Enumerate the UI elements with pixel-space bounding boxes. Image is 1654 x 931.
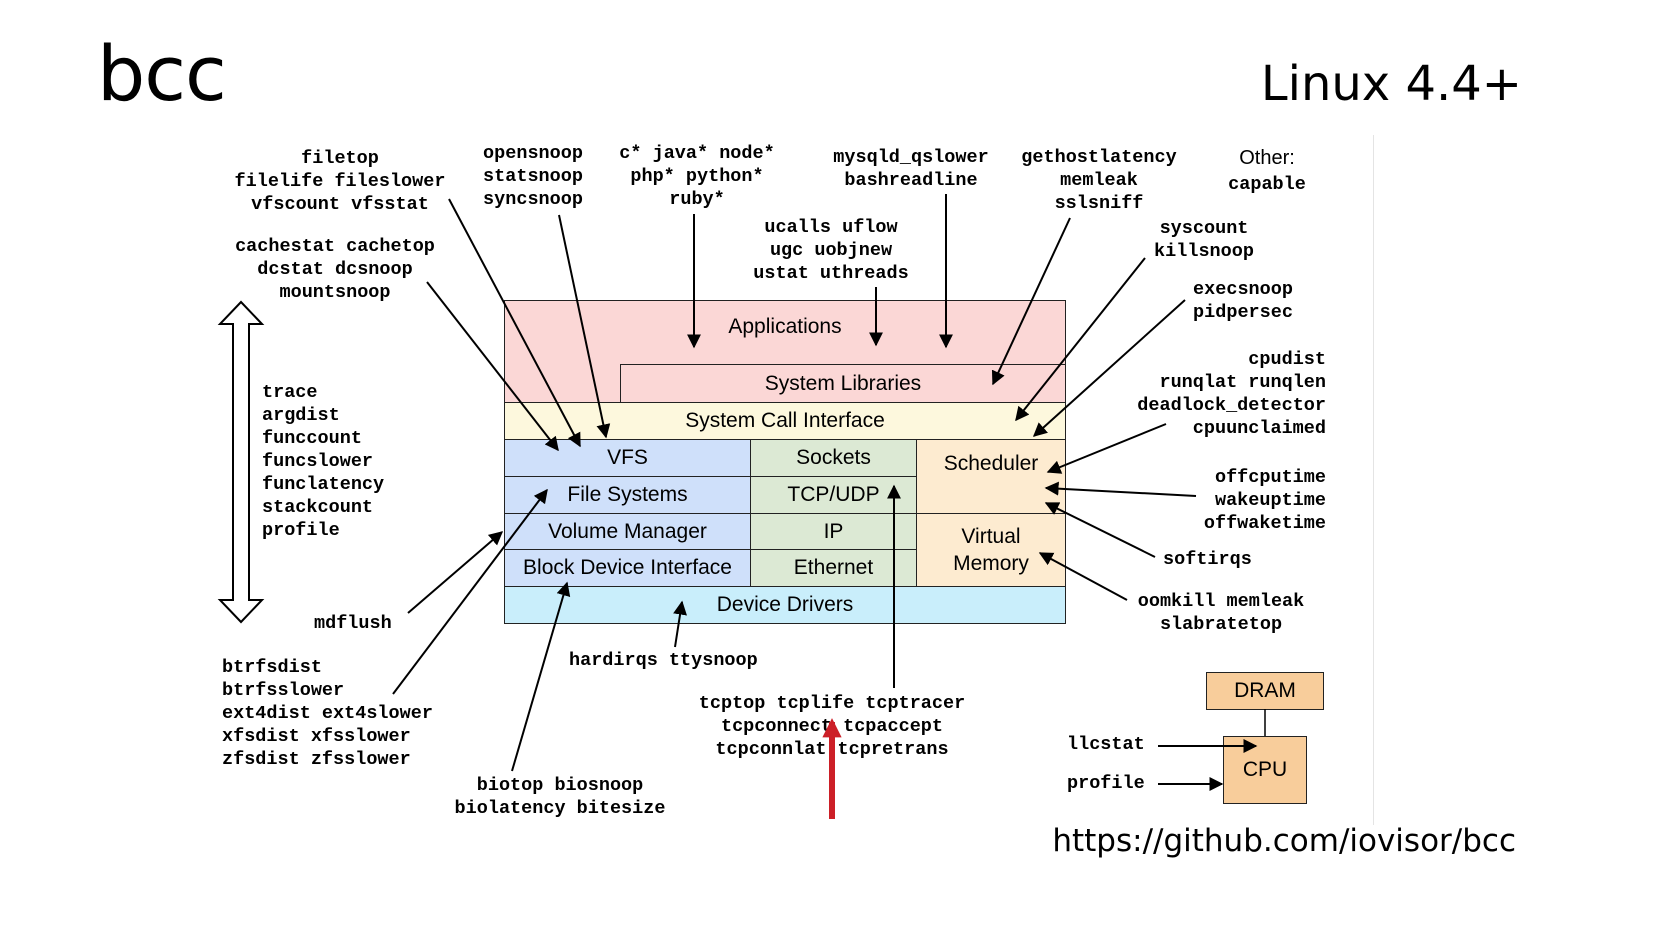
layer-file-systems: File Systems: [504, 476, 751, 514]
layer-volume-manager: Volume Manager: [504, 513, 751, 550]
arrow-mdflush-volume: [407, 531, 504, 614]
layer-scheduler: Scheduler: [916, 439, 1066, 514]
file-systems-label: File Systems: [567, 483, 688, 506]
layer-ethernet: Ethernet: [750, 549, 917, 587]
sockets-label: Sockets: [796, 446, 871, 469]
tools-profile-cpu: profile: [1067, 773, 1145, 794]
block-device-interface-label: Block Device Interface: [523, 556, 732, 579]
hardware-dram: DRAM: [1206, 672, 1324, 710]
layer-block-device-interface: Block Device Interface: [504, 549, 751, 587]
tools-trace: trace argdist funccount funcslower funcl…: [262, 382, 385, 541]
syscall-interface-label: System Call Interface: [685, 409, 885, 432]
repo-url-link[interactable]: https://github.com/iovisor/bcc: [1052, 823, 1516, 859]
right-divider: [1373, 135, 1374, 825]
tools-biotop: biotop biosnoop biolatency bitesize: [454, 775, 666, 819]
tools-execsnoop: execsnoop pidpersec: [1193, 279, 1293, 323]
other-label: Other:: [1239, 147, 1295, 169]
stack-span-double-arrow: [217, 300, 265, 624]
device-drivers-label: Device Drivers: [716, 593, 854, 616]
layer-system-call-interface: System Call Interface: [504, 402, 1066, 440]
layer-vfs: VFS: [504, 439, 751, 477]
ip-label: IP: [823, 519, 844, 543]
scheduler-label: Scheduler: [943, 452, 1039, 475]
tools-other: capable: [1228, 174, 1306, 195]
layer-virtual-memory: Virtual Memory: [916, 513, 1066, 587]
layer-ip: IP: [750, 513, 917, 550]
cpu-label: CPU: [1242, 758, 1288, 781]
vfs-label: VFS: [607, 446, 648, 469]
tools-cpudist: cpudist runqlat runqlen deadlock_detecto…: [1137, 349, 1326, 439]
tools-languages: c* java* node* php* python* ruby*: [619, 143, 775, 210]
tools-opensnoop: opensnoop statsnoop syncsnoop: [483, 143, 583, 210]
dram-label: DRAM: [1234, 679, 1296, 702]
layer-tcp-udp: TCP/UDP: [750, 476, 917, 514]
slide-title: bcc: [97, 29, 227, 118]
tools-cachestat: cachestat cachetop dcstat dcsnoop mounts…: [235, 236, 435, 303]
tools-offcputime: offcputime wakeuptime offwaketime: [1203, 467, 1326, 534]
tools-hardirqs: hardirqs ttysnoop: [569, 650, 758, 671]
tools-tcp: tcptop tcplife tcptracer tcpconnect tcpa…: [698, 693, 966, 760]
tools-ucalls: ucalls uflow ugc uobjnew ustat uthreads: [753, 217, 909, 284]
tools-llcstat: llcstat: [1067, 734, 1145, 755]
volume-manager-label: Volume Manager: [548, 519, 707, 543]
kernel-version-label: Linux 4.4+: [1260, 56, 1522, 112]
ethernet-label: Ethernet: [793, 556, 874, 579]
layer-sockets: Sockets: [750, 439, 917, 477]
hardware-cpu: CPU: [1223, 736, 1307, 804]
tools-oomkill: oomkill memleak slabratetop: [1137, 591, 1305, 635]
system-libraries-label: System Libraries: [764, 371, 922, 395]
tools-syscount: syscount killsnoop: [1154, 218, 1254, 262]
layer-device-drivers: Device Drivers: [504, 586, 1066, 624]
tools-fs-dist: btrfsdist btrfsslower ext4dist ext4slowe…: [222, 657, 433, 770]
tools-softirqs: softirqs: [1163, 549, 1252, 570]
layer-system-libraries: System Libraries: [620, 364, 1066, 403]
tcp-udp-label: TCP/UDP: [787, 483, 880, 506]
applications-label: Applications: [728, 315, 842, 338]
tools-mdflush: mdflush: [314, 613, 392, 634]
tools-filetop: filetop filelife fileslower vfscount vfs…: [234, 148, 446, 215]
tools-mysqld: mysqld_qslower bashreadline: [833, 147, 989, 191]
virtual-memory-label: Virtual Memory: [953, 525, 1029, 575]
tools-gethostlatency: gethostlatency memleak sslsniff: [1021, 147, 1177, 214]
